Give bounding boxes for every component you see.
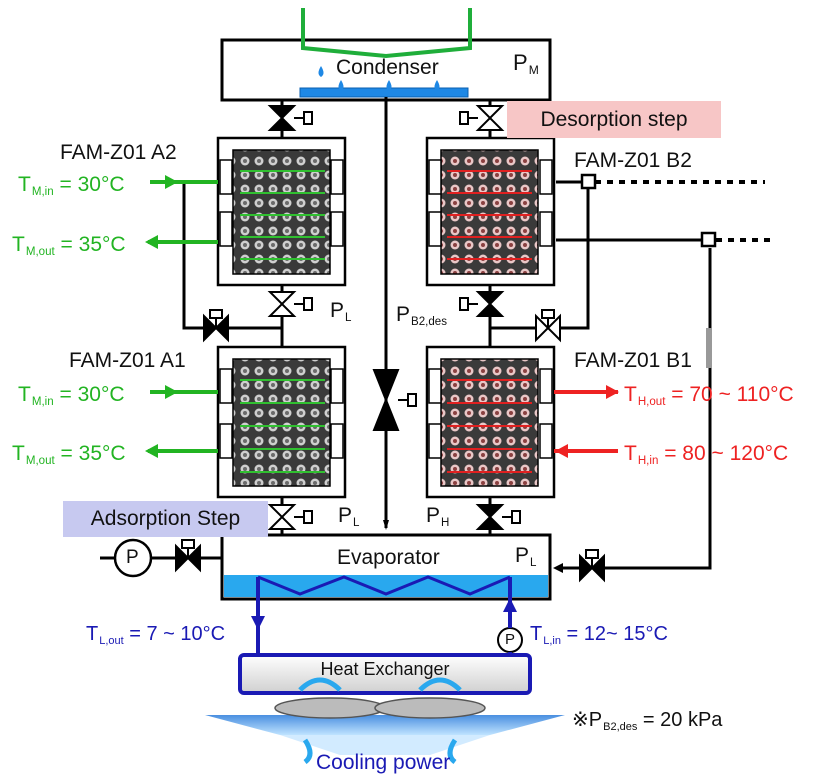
signal-lines <box>595 180 770 242</box>
valve-left-bypass <box>203 309 229 343</box>
desorption-step-bg <box>507 101 721 138</box>
adsorber-a2 <box>216 136 347 287</box>
vacuum-pump-icon <box>113 538 153 578</box>
valve-central <box>372 369 417 431</box>
unit-b2-label: FAM-Z01 B2 <box>574 149 692 172</box>
pressure-pl-lower: PL <box>338 504 360 530</box>
valve-condenser-b2 <box>459 105 505 131</box>
valve-return-line <box>579 549 605 583</box>
unit-a2-label: FAM-Z01 A2 <box>60 141 177 164</box>
cooling-power-label: Cooling power <box>316 751 451 774</box>
adsorber-b1 <box>425 345 556 499</box>
flow-arrow-down <box>383 520 389 530</box>
temp-a1-out: TM,out = 35°C <box>12 442 126 468</box>
condenser-pressure: PM <box>513 50 539 78</box>
chilled-water-lines <box>251 577 517 660</box>
valve-pump-line <box>175 539 201 573</box>
valve-a2-a1 <box>267 291 313 317</box>
cooling-water-arrows <box>145 175 218 458</box>
condenser <box>220 8 552 102</box>
adsorber-b2 <box>425 136 556 287</box>
flow-arrow-left <box>553 563 563 573</box>
chilled-pump-label: P <box>505 631 516 648</box>
temp-a1-in: TM,in = 30°C <box>18 383 125 409</box>
fan <box>205 677 565 765</box>
valve-b1-evap <box>475 504 521 530</box>
footnote-pressure: ※PB2,des = 20 kPa <box>572 709 723 733</box>
temp-b1-out: TH,out = 70 ~ 110°C <box>624 383 794 409</box>
valve-a1-evap <box>267 504 313 530</box>
temp-b1-in: TH,in = 80 ~ 120°C <box>624 442 789 468</box>
evaporator-pressure: PL <box>515 544 537 570</box>
gray-pipe-segment <box>706 328 712 368</box>
evaporator-label: Evaporator <box>337 546 440 569</box>
heat-exchanger-label: Heat Exchanger <box>320 658 450 679</box>
pressure-pl-upper: PL <box>330 299 352 325</box>
sensors <box>580 173 717 248</box>
temp-chilled-in: TL,in = 12~ 15°C <box>530 623 668 647</box>
evaporator <box>220 533 552 601</box>
desorption-step-label: Desorption step <box>540 107 688 131</box>
unit-b1-label: FAM-Z01 B1 <box>574 349 692 372</box>
valve-right-bypass <box>535 309 561 343</box>
temp-chilled-out: TL,out = 7 ~ 10°C <box>86 623 226 647</box>
pressure-pb2des: PB2,des <box>396 303 447 329</box>
temp-a2-out: TM,out = 35°C <box>12 233 126 259</box>
valves <box>175 105 605 583</box>
unit-a1-label: FAM-Z01 A1 <box>69 349 186 372</box>
condenser-label: Condenser <box>336 56 439 79</box>
hot-water-arrows <box>554 385 619 458</box>
adsorption-step-bg <box>63 501 268 537</box>
pressure-ph: PH <box>426 504 450 530</box>
adsorption-step-label: Adsorption Step <box>90 507 241 530</box>
temp-a2-in: TM,in = 30°C <box>18 173 125 199</box>
vacuum-pump-label: P <box>126 547 139 568</box>
adsorber-a1 <box>216 345 347 499</box>
valve-b2-b1 <box>459 291 505 317</box>
valve-condenser-a2 <box>267 105 313 131</box>
